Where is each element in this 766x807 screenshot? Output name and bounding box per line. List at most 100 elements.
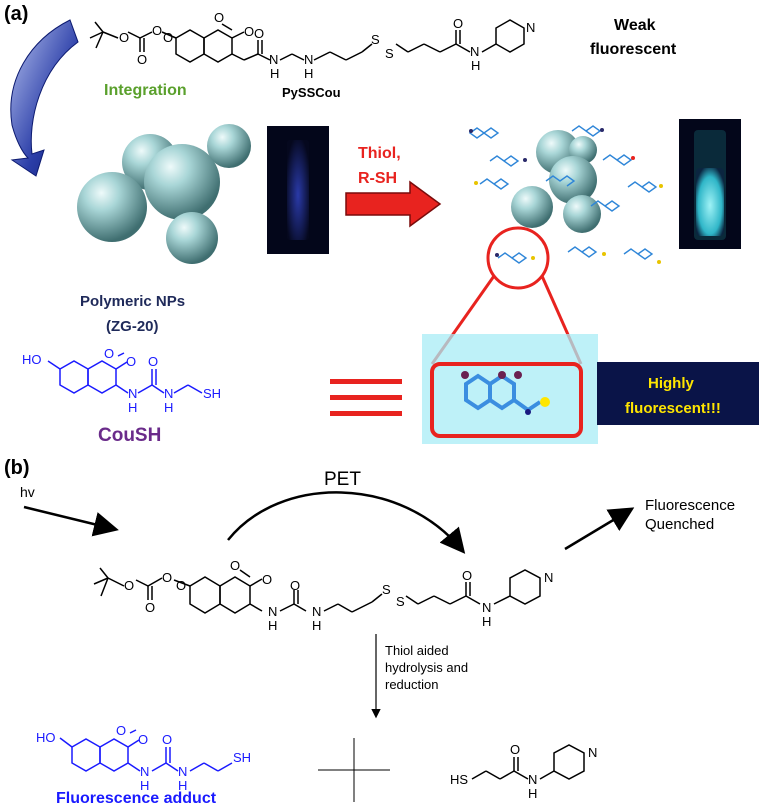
- svg-text:H: H: [128, 400, 137, 415]
- vial-weak-fluorescence: [267, 126, 329, 254]
- zoom-glow-background: [422, 334, 598, 444]
- quench-arrow: [564, 507, 635, 551]
- svg-text:S: S: [385, 46, 394, 61]
- svg-text:O: O: [163, 30, 173, 45]
- svg-text:H: H: [471, 58, 480, 73]
- svg-text:O: O: [453, 16, 463, 31]
- svg-text:H: H: [178, 778, 187, 793]
- quenched-line1: Fluorescence: [645, 497, 735, 514]
- polymeric-nps-line2: (ZG-20): [106, 318, 159, 335]
- weak-fluorescent-line2: fluorescent: [590, 41, 677, 58]
- svg-text:HO: HO: [22, 352, 42, 367]
- pysscou-structure: [89, 19, 525, 63]
- svg-text:N: N: [269, 52, 278, 67]
- released-fluorophores: [468, 125, 658, 264]
- svg-text:N: N: [470, 44, 479, 59]
- highly-fluorescent-line2: fluorescent!!!: [625, 400, 721, 417]
- pysscou-atoms: O O O O O O O N H N H S S O N H N: [119, 10, 535, 81]
- zoomed-fluorophore-atoms: [461, 371, 550, 415]
- svg-text:S: S: [371, 32, 380, 47]
- svg-text:O: O: [104, 346, 114, 361]
- integration-arrow: [10, 19, 79, 177]
- fluorophore-atoms: [469, 128, 663, 264]
- panel-a-label: (a): [4, 3, 28, 25]
- svg-text:H: H: [528, 786, 537, 801]
- adduct-label: Fluorescence adduct: [56, 790, 217, 807]
- panel-b-label: (b): [4, 457, 30, 479]
- svg-text:O: O: [152, 23, 162, 38]
- hv-label: hv: [20, 484, 35, 500]
- plus-sign: [318, 738, 390, 802]
- svg-text:N: N: [528, 772, 537, 787]
- pysscou-b-atoms: O O O O O O O N H N H S S O N H N: [124, 558, 553, 633]
- pyridyl-thiol-atoms: HS O N H N: [450, 742, 597, 801]
- probe-name-label: PySSCou: [282, 85, 341, 100]
- svg-text:O: O: [262, 572, 272, 587]
- svg-text:N: N: [544, 570, 553, 585]
- svg-text:O: O: [148, 354, 158, 369]
- svg-text:O: O: [462, 568, 472, 583]
- equivalence-sign: [330, 379, 402, 416]
- hv-arrow: [23, 505, 119, 537]
- conditions-line1: Thiol aided: [385, 643, 449, 658]
- svg-text:N: N: [588, 745, 597, 760]
- svg-text:O: O: [145, 600, 155, 615]
- svg-text:O: O: [176, 578, 186, 593]
- svg-text:O: O: [162, 570, 172, 585]
- svg-text:O: O: [230, 558, 240, 573]
- svg-text:O: O: [162, 732, 172, 747]
- svg-text:O: O: [126, 354, 136, 369]
- pet-arrow: [227, 491, 466, 554]
- svg-text:O: O: [214, 10, 224, 25]
- svg-text:N: N: [128, 386, 137, 401]
- svg-text:H: H: [268, 618, 277, 633]
- coush-atoms: HO O O O N H N H SH: [22, 346, 221, 415]
- svg-text:N: N: [164, 386, 173, 401]
- adduct-atoms: HO O O O N H N H SH: [36, 723, 251, 793]
- zoom-circle: [486, 226, 550, 290]
- integration-label: Integration: [104, 82, 187, 99]
- coush-structure: [47, 352, 203, 394]
- svg-text:N: N: [526, 20, 535, 35]
- svg-text:SH: SH: [233, 750, 251, 765]
- svg-text:O: O: [138, 732, 148, 747]
- svg-text:N: N: [304, 52, 313, 67]
- svg-text:H: H: [270, 66, 279, 81]
- pet-label: PET: [324, 469, 361, 490]
- thiol-label-line2: R-SH: [358, 170, 397, 187]
- coush-label: CouSH: [98, 425, 161, 446]
- svg-text:H: H: [312, 618, 321, 633]
- svg-text:N: N: [140, 764, 149, 779]
- reaction-arrow-red: [345, 180, 442, 228]
- svg-text:HS: HS: [450, 772, 468, 787]
- thiol-label-line1: Thiol,: [358, 145, 401, 162]
- zoom-box: [430, 362, 583, 438]
- svg-text:O: O: [137, 52, 147, 67]
- quenched-line2: Quenched: [645, 516, 714, 533]
- nanoparticles-after-thiol: [511, 130, 601, 233]
- svg-text:H: H: [304, 66, 313, 81]
- svg-text:O: O: [244, 24, 254, 39]
- svg-text:S: S: [396, 594, 405, 609]
- svg-text:N: N: [482, 600, 491, 615]
- pysscou-structure-b: [93, 567, 541, 614]
- svg-text:O: O: [116, 723, 126, 738]
- weak-fluorescent-line1: Weak: [614, 17, 656, 34]
- svg-text:H: H: [482, 614, 491, 629]
- svg-text:HO: HO: [36, 730, 56, 745]
- highly-fluorescent-line1: Highly: [648, 375, 694, 392]
- svg-text:N: N: [178, 764, 187, 779]
- svg-text:O: O: [124, 578, 134, 593]
- conditions-line3: reduction: [385, 677, 438, 692]
- svg-text:O: O: [510, 742, 520, 757]
- svg-text:S: S: [382, 582, 391, 597]
- svg-text:O: O: [290, 578, 300, 593]
- adduct-structure: [59, 729, 233, 772]
- svg-text:N: N: [312, 604, 321, 619]
- svg-text:H: H: [164, 400, 173, 415]
- vial-strong-fluorescence: [679, 119, 741, 249]
- svg-text:H: H: [140, 778, 149, 793]
- svg-text:N: N: [268, 604, 277, 619]
- highly-fluorescent-panel: [597, 362, 759, 425]
